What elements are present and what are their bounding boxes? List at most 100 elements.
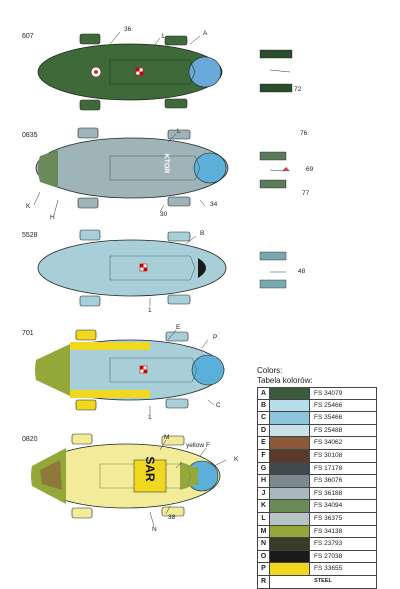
legend-swatch bbox=[270, 449, 310, 462]
legend-letter: F bbox=[258, 449, 270, 462]
helicopter-607-top-view bbox=[37, 33, 293, 111]
legend-swatch bbox=[270, 399, 310, 412]
legend-row-l: L FS 36375 bbox=[257, 512, 377, 526]
legend-swatch bbox=[270, 412, 310, 424]
legend-row-r: R STEEL bbox=[257, 575, 377, 589]
legend-row-d: D FS 25488 bbox=[257, 424, 377, 438]
aircraft-serial-4: 701 bbox=[22, 330, 34, 337]
callout-a: A bbox=[203, 30, 208, 37]
callout-f: F bbox=[206, 442, 210, 449]
callout-k-2: K bbox=[234, 456, 239, 463]
legend-letter: A bbox=[258, 388, 270, 399]
legend-fs-code: FS 34094 bbox=[314, 502, 343, 510]
legend-letter: K bbox=[258, 500, 270, 512]
helicopter-701-top-view bbox=[35, 329, 225, 411]
legend-fs-code: FS 27038 bbox=[314, 552, 343, 560]
legend-letter: L bbox=[258, 512, 270, 525]
legend-swatch bbox=[270, 487, 310, 500]
legend-fs-code: FS 35466 bbox=[314, 414, 343, 422]
callout-l: L bbox=[177, 128, 181, 135]
callout-yellow: yellow bbox=[186, 442, 205, 449]
legend-swatch bbox=[270, 538, 310, 550]
callout-34: 34 bbox=[210, 201, 218, 208]
sar-marking: SAR bbox=[143, 456, 157, 482]
legend-swatch bbox=[270, 462, 310, 475]
legend-letter: C bbox=[258, 412, 270, 424]
legend-fs-code: FS 36188 bbox=[314, 489, 343, 497]
helicopter-0835-top-view bbox=[35, 127, 290, 209]
legend-fs-code: FS 23793 bbox=[314, 540, 343, 548]
legend-letter: M bbox=[258, 525, 270, 538]
helicopter-5528-top-view bbox=[37, 229, 287, 307]
legend-row-b: B FS 25466 bbox=[257, 399, 377, 413]
callout-38: 38 bbox=[168, 514, 176, 521]
callout-n: N bbox=[152, 526, 157, 533]
callout-72: 72 bbox=[294, 86, 302, 93]
legend-fs-code: FS 30108 bbox=[314, 451, 343, 459]
legend-swatch bbox=[270, 475, 310, 487]
legend-swatch bbox=[270, 388, 310, 399]
legend-row-o: O FS 27038 bbox=[257, 550, 377, 564]
legend-row-h: H FS 36076 bbox=[257, 475, 377, 488]
legend-letter: B bbox=[258, 399, 270, 412]
legend-swatch bbox=[270, 424, 310, 437]
legend-title-line1: Colors: bbox=[257, 366, 283, 375]
callout-30: 30 bbox=[160, 211, 168, 218]
legend-fs-code: FS 25488 bbox=[314, 426, 343, 434]
legend-row-k: K FS 34094 bbox=[257, 500, 377, 513]
legend-letter: P bbox=[258, 563, 270, 575]
legend-letter: O bbox=[258, 550, 270, 563]
callout-76: 76 bbox=[300, 130, 308, 137]
callout-b: B bbox=[200, 230, 205, 237]
legend-fs-code: FS 36076 bbox=[314, 477, 343, 485]
callout-m: M bbox=[164, 434, 170, 441]
legend-row-m: M FS 34138 bbox=[257, 525, 377, 539]
legend-fs-code: FS 25466 bbox=[314, 401, 343, 409]
callout-p: P bbox=[213, 334, 218, 341]
legend-swatch bbox=[270, 563, 310, 575]
legend-row-e: E FS 34062 bbox=[257, 437, 377, 450]
legend-row-n: N FS 23793 bbox=[257, 538, 377, 551]
aircraft-serial-2: 0835 bbox=[22, 132, 38, 139]
legend-fs-code: FS 33655 bbox=[314, 565, 343, 573]
legend-letter: N bbox=[258, 538, 270, 550]
legend-letter: D bbox=[258, 424, 270, 437]
legend-row-g: G FS 17178 bbox=[257, 462, 377, 476]
legend-steel-label: STEEL bbox=[314, 577, 332, 584]
legend-swatch bbox=[270, 512, 310, 525]
legend-title: Colors: Tabela kolorów: bbox=[257, 366, 313, 386]
callout-36: 36 bbox=[124, 26, 132, 33]
legend-fs-code: FS 34138 bbox=[314, 527, 343, 535]
aircraft-serial-3: 5528 bbox=[22, 232, 38, 239]
top-views-drawing bbox=[31, 31, 293, 527]
callout-h: H bbox=[50, 214, 55, 221]
legend-letter: J bbox=[258, 487, 270, 500]
callout-1-b: 1 bbox=[148, 307, 152, 314]
legend-title-line2: Tabela kolorów: bbox=[257, 376, 313, 385]
legend-letter: G bbox=[258, 462, 270, 475]
callout-77: 77 bbox=[302, 190, 310, 197]
legend-row-j: J FS 36188 bbox=[257, 487, 377, 501]
legend-letter: E bbox=[258, 437, 270, 449]
aircraft-serial-1: 607 bbox=[22, 33, 34, 40]
legend-swatch bbox=[270, 550, 310, 563]
callout-48: 48 bbox=[298, 268, 306, 275]
legend-fs-code: FS 36375 bbox=[314, 514, 343, 522]
legend-fs-code: FS 17178 bbox=[314, 464, 343, 472]
legend-letter: H bbox=[258, 475, 270, 487]
aircraft-serial-5: 0820 bbox=[22, 436, 38, 443]
callout-c: C bbox=[216, 402, 221, 409]
legend-fs-code: FS 34079 bbox=[314, 390, 343, 397]
decal-sheet: 607 0835 5528 701 0820 36 1 A 72 L 76 69… bbox=[22, 26, 377, 589]
helicopter-0820-top-view bbox=[31, 433, 221, 519]
code-marking: KTOR bbox=[162, 153, 170, 174]
legend-swatch bbox=[270, 500, 310, 512]
legend-swatch bbox=[270, 437, 310, 449]
legend-fs-code: FS 34062 bbox=[314, 439, 343, 447]
callout-k-1: K bbox=[26, 203, 31, 210]
legend-letter: R bbox=[258, 575, 270, 588]
callout-e: E bbox=[176, 324, 181, 331]
legend-row-f: F FS 30108 bbox=[257, 449, 377, 463]
callout-1-a: 1 bbox=[161, 33, 165, 40]
